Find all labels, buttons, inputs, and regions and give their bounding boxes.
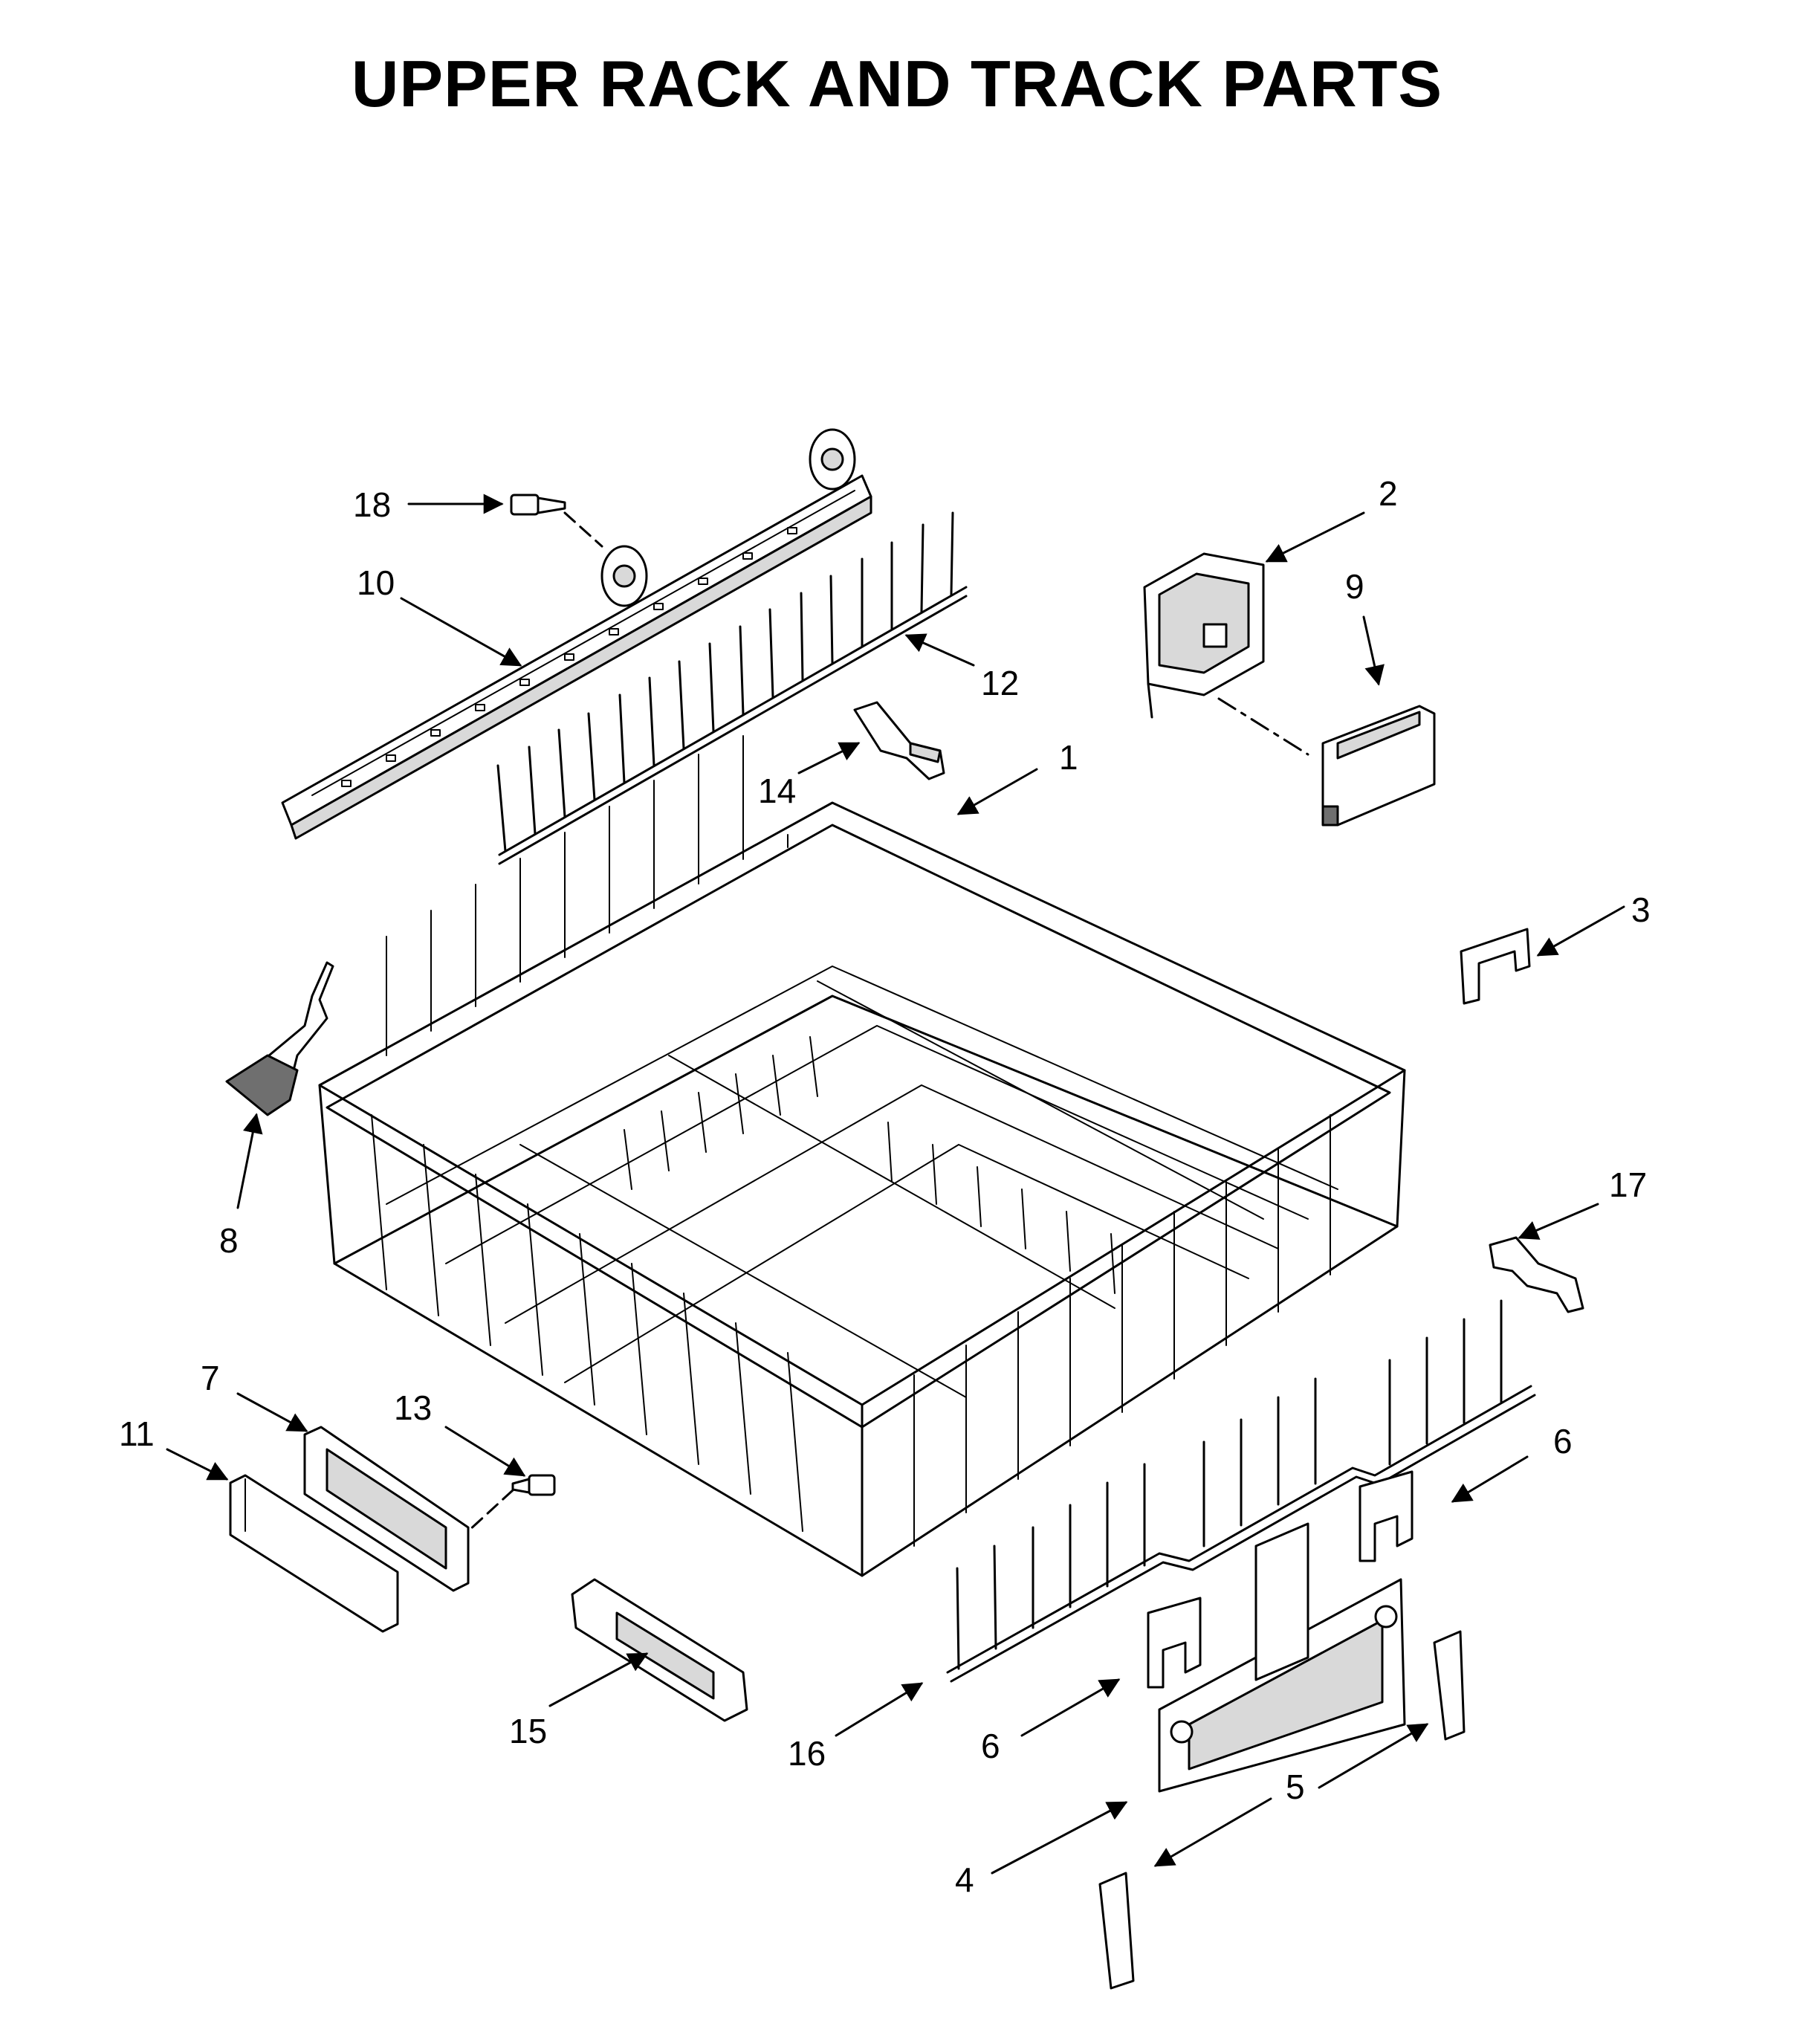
part-6-tine-latch-upper[interactable] (1359, 1470, 1413, 1562)
part-13-screw[interactable] (511, 1474, 556, 1496)
callout-16: 16 (788, 1734, 826, 1773)
part-11-end-cap[interactable] (229, 1474, 399, 1633)
part-18-screw[interactable] (510, 494, 566, 516)
callout-leaders (166, 494, 1625, 1875)
part-8-rack-handle[interactable] (225, 961, 334, 1116)
callout-6: 6 (1553, 1422, 1573, 1461)
callout-10: 10 (357, 563, 395, 602)
callout-2: 2 (1379, 474, 1398, 513)
callout-11: 11 (119, 1414, 155, 1453)
part-15-track-stop[interactable] (571, 1578, 748, 1722)
part-5-stop-left[interactable] (1098, 1872, 1135, 1990)
part-4-adjuster-assembly[interactable] (1158, 1522, 1406, 1793)
part-10-track-rail[interactable] (281, 428, 872, 840)
callout-7: 7 (201, 1359, 220, 1397)
callout-17: 17 (1609, 1165, 1647, 1204)
part-3-bracket[interactable] (1460, 928, 1531, 1005)
callout-15: 15 (509, 1712, 547, 1750)
part-9-cover[interactable] (1321, 705, 1436, 827)
callout-6: 6 (981, 1727, 1000, 1765)
callout-3: 3 (1631, 890, 1651, 929)
callout-5: 5 (1286, 1768, 1305, 1806)
callout-9: 9 (1345, 567, 1364, 606)
callout-labels: 18 10 12 14 1 2 9 3 8 17 7 11 13 6 15 16… (119, 474, 1651, 1899)
callout-18: 18 (353, 485, 391, 524)
callout-4: 4 (955, 1860, 974, 1899)
callout-1: 1 (1059, 738, 1078, 777)
part-2-adjuster-housing[interactable] (1143, 552, 1265, 719)
part-7-end-cap-bracket[interactable] (303, 1426, 470, 1592)
callout-13: 13 (394, 1388, 432, 1427)
part-16-folding-tines[interactable] (946, 1299, 1536, 1683)
part-12-tine-row[interactable] (496, 511, 968, 865)
diagram-title: UPPER RACK AND TRACK PARTS (351, 47, 1443, 120)
callout-8: 8 (219, 1221, 239, 1260)
callout-14: 14 (758, 772, 796, 810)
callout-12: 12 (981, 664, 1019, 702)
part-1-upper-rack[interactable] (318, 735, 1406, 1577)
part-6-tine-latch-lower[interactable] (1147, 1597, 1202, 1689)
part-17-clip[interactable] (1489, 1236, 1584, 1313)
part-14-clip[interactable] (853, 701, 945, 780)
part-5-stop-right[interactable] (1433, 1630, 1466, 1741)
